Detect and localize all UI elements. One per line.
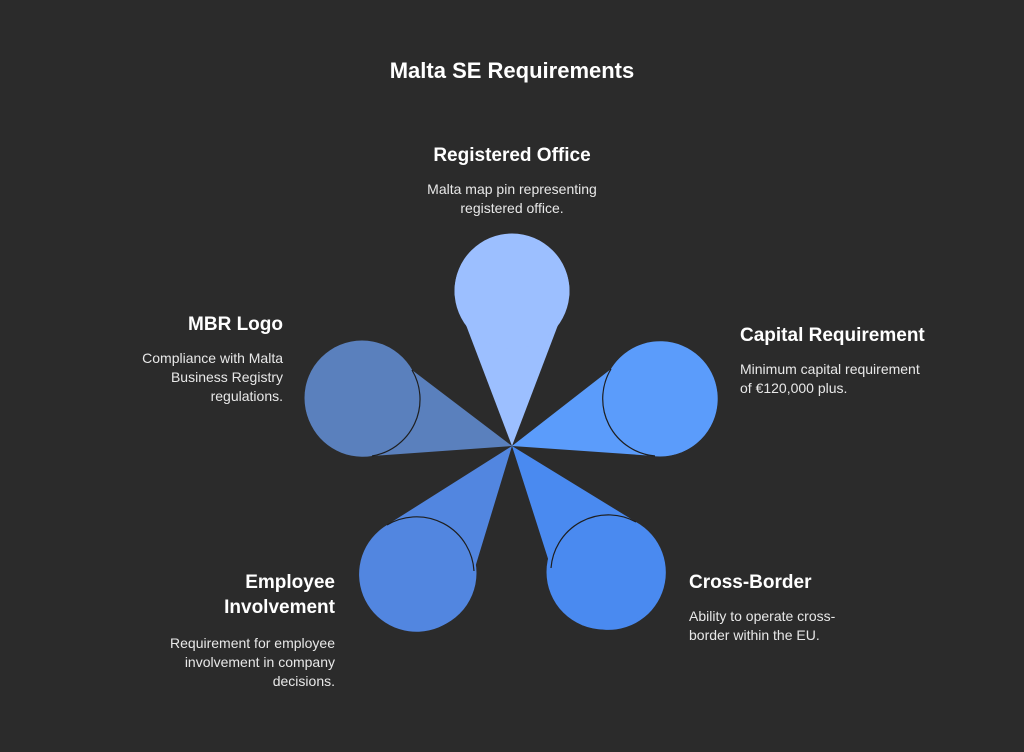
petal-capital-requirement-outline — [602, 368, 656, 457]
cross-border-heading: Cross-Border — [689, 572, 812, 593]
capital-requirement-heading: Capital Requirement — [740, 325, 925, 346]
diagram-title: Malta SE Requirements — [389, 58, 635, 83]
registered-office-block: Registered Office Malta map pin represen… — [362, 143, 662, 218]
cross-border-block: Cross-Border Ability to operate cross- b… — [689, 570, 949, 645]
capital-requirement-block: Capital Requirement Minimum capital requ… — [740, 323, 1000, 398]
petal-capital-requirement — [512, 341, 718, 457]
petal-employee-involvement-outline — [386, 516, 475, 572]
petal-cross-border — [512, 446, 666, 630]
petal-registered-office-circle — [454, 233, 570, 349]
employee-involvement-heading: Employee Involvement — [224, 572, 335, 618]
capital-requirement-description: Minimum capital requirement of €120,000 … — [740, 361, 920, 396]
petal-mbr-logo-circle — [304, 340, 420, 456]
employee-involvement-block: Employee Involvement Requirement for emp… — [60, 570, 335, 691]
petal-employee-involvement-circle — [361, 515, 477, 631]
petal-employee-involvement — [359, 446, 512, 632]
cross-border-description: Ability to operate cross- border within … — [689, 608, 836, 643]
petal-mbr-logo-outline — [371, 369, 421, 457]
mbr-logo-block: MBR Logo Compliance with Malta Business … — [40, 312, 283, 406]
mbr-logo-description: Compliance with Malta Business Registry … — [142, 350, 283, 404]
petal-cross-border-circle — [546, 514, 662, 630]
employee-involvement-description: Requirement for employee involvement in … — [170, 635, 335, 689]
petal-registered-office — [454, 233, 570, 446]
registered-office-description: Malta map pin representing registered of… — [427, 181, 597, 216]
petal-mbr-logo — [304, 340, 512, 457]
petal-cross-border-outline — [550, 514, 637, 569]
mbr-logo-heading: MBR Logo — [188, 314, 283, 335]
registered-office-heading: Registered Office — [433, 145, 591, 166]
petal-capital-requirement-circle — [602, 341, 718, 457]
